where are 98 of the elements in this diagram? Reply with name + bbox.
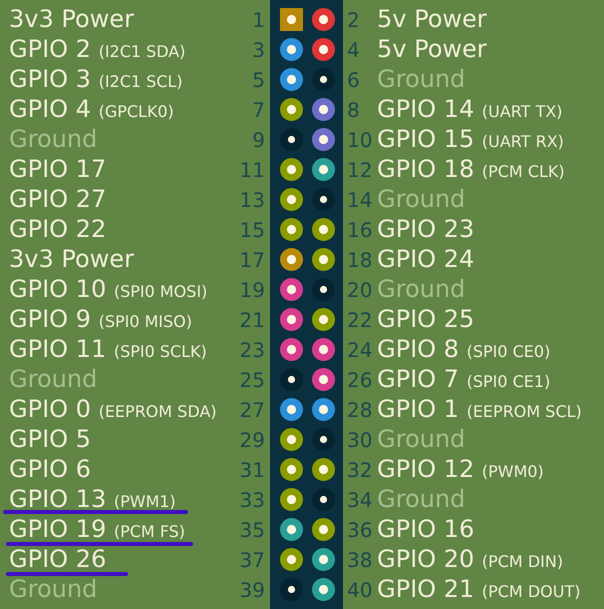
function-label: (SPI0 MOSI) [114,284,208,300]
pin-number: 29 [240,430,265,450]
function-label: (PCM DOUT) [482,584,580,600]
pin-label: GPIO 14 [377,99,474,120]
pin-label: GPIO 17 [9,159,106,180]
pin-number: 13 [240,190,265,210]
function-label: (SPI0 CE0) [466,344,550,360]
pin-number: 26 [347,370,372,390]
pin-label: 3v3 Power [9,9,134,30]
pin-label: GPIO 24 [377,249,474,270]
pin-label: GPIO 21 [377,579,474,600]
pin-number: 25 [240,370,265,390]
pin-label: GPIO 16 [377,519,474,540]
pin-number: 3 [252,40,265,60]
function-label: (PCM FS) [114,524,186,540]
pin-label: GPIO 27 [9,189,106,210]
function-label: (PWM0) [482,464,544,480]
function-label: (SPI0 SCLK) [114,344,207,360]
pin-number: 35 [240,520,265,540]
pin-number: 27 [240,400,265,420]
pin-label: Ground [377,489,466,510]
pin-label: GPIO 2 [9,39,91,60]
pin-number: 15 [240,220,265,240]
pin-label: GPIO 26 [9,549,106,570]
pin-number: 37 [240,550,265,570]
pin-number: 9 [252,130,265,150]
pin-number: 2 [347,10,360,30]
pin-number: 23 [240,340,265,360]
pin-number: 14 [347,190,372,210]
pin-label: Ground [9,579,98,600]
function-label: (PWM1) [114,494,176,510]
pin-label: GPIO 4 [9,99,91,120]
pin-number: 21 [240,310,265,330]
pin-number: 28 [347,400,372,420]
pin-number: 24 [347,340,372,360]
function-label: (UART TX) [482,104,563,120]
pin-number: 5 [252,70,265,90]
pin-number: 32 [347,460,372,480]
pin-number: 31 [240,460,265,480]
pin-label: GPIO 13 [9,489,106,510]
function-label: (I2C1 SCL) [98,74,183,90]
function-label: (I2C1 SDA) [98,44,186,60]
pin-number: 12 [347,160,372,180]
function-label: (PCM DIN) [482,554,564,570]
function-label: (SPI0 CE1) [466,374,550,390]
pin-number: 20 [347,280,372,300]
function-label: (EEPROM SCL) [466,404,582,420]
pin-label: GPIO 19 [9,519,106,540]
pin-number: 4 [347,40,360,60]
pin-number: 38 [347,550,372,570]
pin-label: GPIO 1 [377,399,459,420]
function-label: (GPCLK0) [98,104,174,120]
pin-label: 5v Power [377,39,487,60]
pin-label: GPIO 12 [377,459,474,480]
pin-number: 40 [347,580,372,600]
pin-label: GPIO 10 [9,279,106,300]
pin-label: Ground [9,369,98,390]
pin-number: 30 [347,430,372,450]
pin-number: 6 [347,70,360,90]
function-label: (EEPROM SDA) [98,404,217,420]
pin-label: GPIO 18 [377,159,474,180]
pin-label: GPIO 15 [377,129,474,150]
pin-number: 10 [347,130,372,150]
pin-label: Ground [9,129,98,150]
pin-number: 19 [240,280,265,300]
pin-number: 18 [347,250,372,270]
pin-label: GPIO 11 [9,339,106,360]
pin-label: GPIO 22 [9,219,106,240]
function-label: (UART RX) [482,134,564,150]
pin-label: GPIO 6 [9,459,91,480]
pin-number: 11 [240,160,265,180]
pin-label: GPIO 7 [377,369,459,390]
pin-label: GPIO 3 [9,69,91,90]
pin-number: 22 [347,310,372,330]
function-label: (SPI0 MISO) [98,314,192,330]
pin-label: GPIO 8 [377,339,459,360]
pin-number: 36 [347,520,372,540]
pin-number: 16 [347,220,372,240]
pin-label: Ground [377,189,466,210]
function-label: (PCM CLK) [482,164,565,180]
pin-number: 7 [252,100,265,120]
pin-label: GPIO 25 [377,309,474,330]
pin-label: 3v3 Power [9,249,134,270]
pin-number: 1 [252,10,265,30]
pin-number: 17 [240,250,265,270]
pin-label: Ground [377,69,466,90]
pin-label: GPIO 20 [377,549,474,570]
pin-number: 8 [347,100,360,120]
pin-label: GPIO 0 [9,399,91,420]
pin-label: 5v Power [377,9,487,30]
pin-label: GPIO 5 [9,429,91,450]
pin-label: Ground [377,279,466,300]
pin-label: GPIO 23 [377,219,474,240]
pin-label: GPIO 9 [9,309,91,330]
pin-number: 39 [240,580,265,600]
pin-number: 33 [240,490,265,510]
pin-number: 34 [347,490,372,510]
pin-label: Ground [377,429,466,450]
